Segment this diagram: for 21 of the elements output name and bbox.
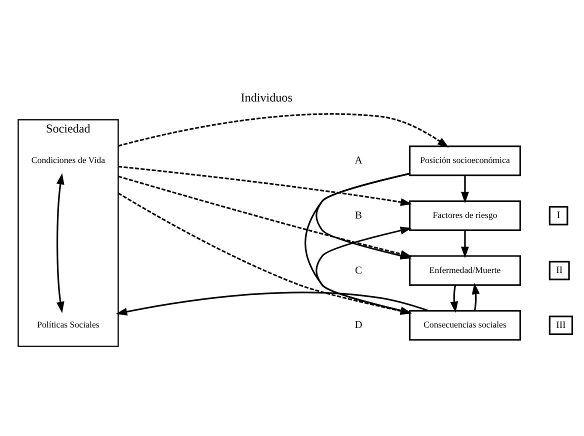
label: C	[355, 264, 362, 276]
arrow	[118, 165, 412, 206]
node-text: Condiciones de Vida	[31, 154, 106, 165]
label: A	[354, 155, 362, 166]
arrow	[461, 175, 469, 203]
arrow	[56, 172, 64, 313]
arrow	[450, 284, 458, 312]
node-box: Consecuencias sociales	[408, 310, 522, 340]
arrow	[461, 230, 469, 258]
label: D	[354, 320, 362, 331]
node-box: Posición socioeconómica	[408, 145, 522, 176]
label: B	[355, 210, 362, 221]
node-box: Factores de riesgo	[408, 200, 522, 230]
node-text: Políticas Sociales	[37, 319, 100, 330]
label: Individuos	[240, 90, 292, 104]
node-box: III	[548, 315, 574, 335]
arrow	[472, 282, 480, 310]
arrow	[118, 112, 449, 148]
node-box: I	[548, 206, 568, 225]
node-box: II	[548, 260, 570, 280]
node-box: Enfermedad/Muerte	[408, 254, 522, 286]
